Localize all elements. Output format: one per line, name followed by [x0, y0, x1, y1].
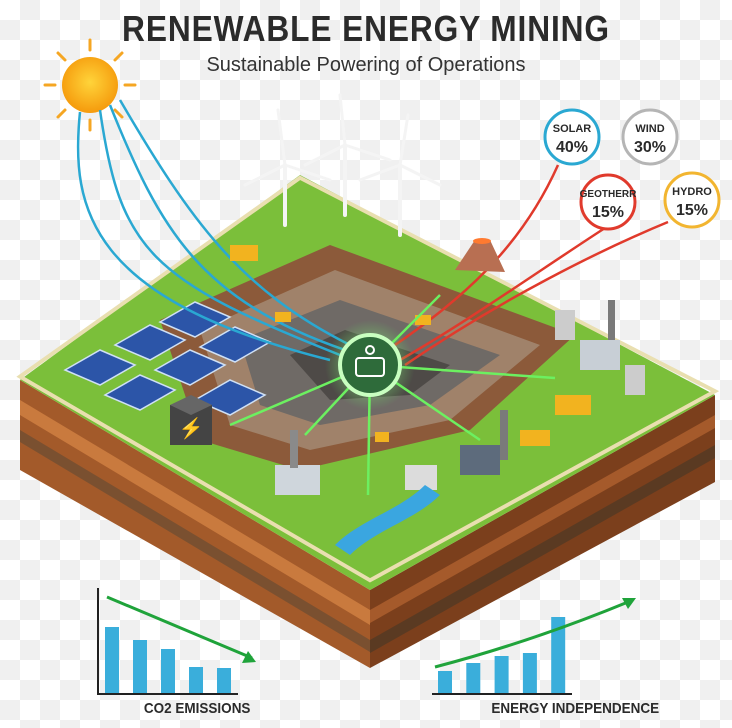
badge-value: 15%: [676, 202, 708, 219]
bar-2: [133, 640, 147, 693]
page-title: RENEWABLE ENERGY MINING: [122, 8, 610, 49]
trend-arrow: [106, 595, 253, 660]
badge-value: 40%: [556, 139, 588, 156]
wind-turbines: [243, 93, 442, 237]
river: [335, 485, 440, 555]
svg-text:⚡: ⚡: [179, 416, 204, 440]
badge-label: HYDRO: [672, 186, 712, 198]
badge-label: WIND: [635, 123, 664, 135]
bar-1: [438, 671, 452, 693]
energy-badge-hydro: HYDRO 15%: [663, 171, 721, 229]
page-subtitle: Sustainable Powering of Operations: [206, 54, 526, 76]
energy-badge-solar: SOLAR 40%: [543, 108, 601, 166]
solar-power-lines: [76, 99, 351, 362]
badge-value: 15%: [592, 204, 624, 221]
processing-plants: [275, 300, 645, 495]
solar-panel-array: [63, 301, 272, 416]
bar-2: [466, 663, 481, 693]
mining-trucks: [230, 245, 591, 446]
trend-arrowhead: [622, 598, 636, 609]
badge-label: SOLAR: [553, 123, 592, 135]
bar-4: [189, 667, 203, 693]
energy-independence-chart: [432, 598, 636, 695]
bar-5: [217, 668, 231, 693]
badge-label: GEOTHERR: [580, 189, 637, 200]
trend-arrow: [434, 600, 629, 669]
bar-1: [105, 627, 119, 693]
geothermal-plant-icon: [455, 238, 505, 272]
co2-chart-title: CO2 EMISSIONS: [143, 700, 251, 717]
bar-4: [522, 653, 537, 693]
energy-badge-wind: WIND 30%: [621, 108, 679, 166]
trend-arrowhead: [242, 651, 256, 663]
ground-block: [16, 175, 720, 668]
energy-chart-title: ENERGY INDEPENDENCE: [491, 700, 660, 717]
sun-icon: [43, 38, 137, 132]
co2-emissions-chart: [97, 588, 256, 695]
bar-5: [551, 617, 566, 693]
energy-badge-geothermal: GEOTHERR 15%: [579, 173, 637, 231]
control-hub-icon: [325, 320, 415, 410]
badge-value: 30%: [634, 139, 666, 156]
bar-3: [494, 656, 509, 693]
bar-3: [161, 649, 175, 693]
battery-storage-icon: ⚡: [170, 395, 212, 445]
